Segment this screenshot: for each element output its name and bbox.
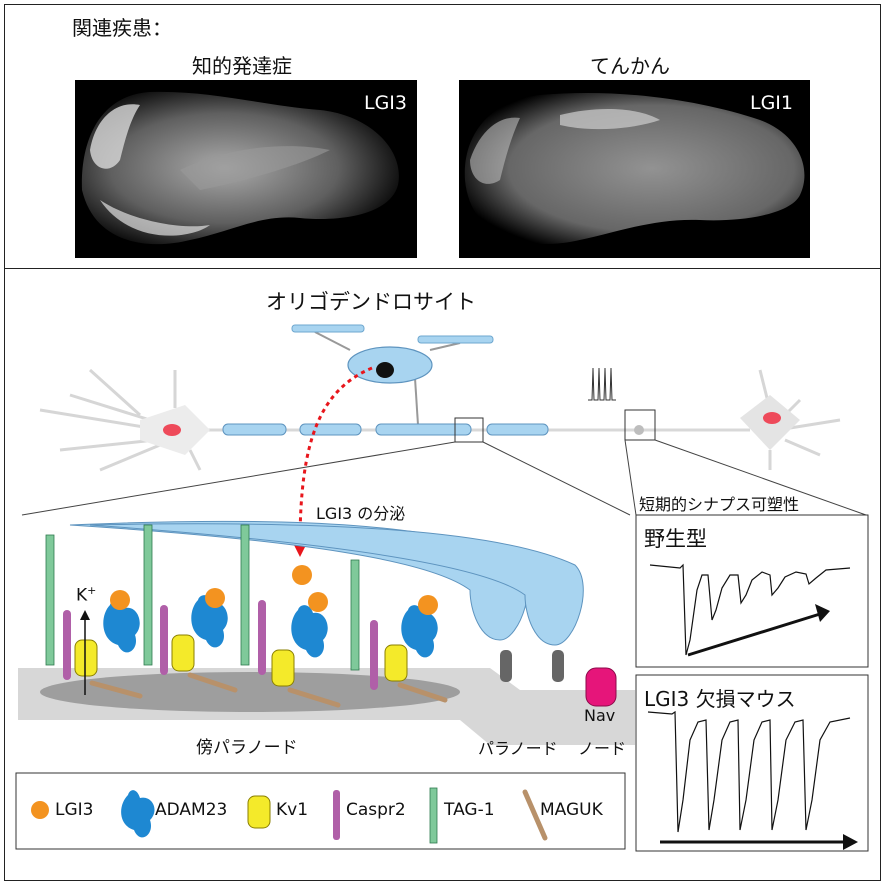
node-label: ノード [578, 735, 626, 759]
oligodendrocyte-nucleus [376, 362, 394, 378]
legend-label-tag1: TAG-1 [444, 800, 495, 820]
paranodal-junction-2 [552, 650, 564, 682]
lgi3-icon [31, 801, 49, 819]
paranodal-junction-1 [500, 650, 512, 682]
juxtaparanode-label: 傍パラノード [196, 733, 298, 758]
legend-label-caspr2: Caspr2 [346, 800, 406, 820]
plasticity-title: 短期的シナプス可塑性 [639, 491, 799, 515]
k-ion-symbol: K [76, 586, 87, 606]
legend-label-kv1: Kv1 [276, 800, 308, 820]
paranode-label: パラノード [478, 735, 558, 759]
lgi1-image-tag: LGI1 [750, 92, 793, 114]
legend-label-lgi3: LGI3 [55, 800, 93, 820]
nav-label: Nav [584, 706, 615, 725]
lgi3-secretion-label: LGI3 の分泌 [316, 500, 405, 524]
legend-label-adam23: ADAM23 [155, 800, 227, 820]
oligodendrocyte-label: オリゴデンドロサイト [266, 286, 476, 316]
nav-channel [586, 668, 616, 706]
lgi3-proteins [110, 565, 438, 615]
oligodendrocyte-cell [292, 325, 493, 425]
left-neuron-nucleus [163, 424, 181, 436]
right-neuron-nucleus [763, 412, 781, 424]
lgi3-image-tag: LGI3 [364, 92, 407, 114]
zoom-box-synapse [625, 410, 655, 440]
wild-type-label: 野生型 [644, 523, 707, 553]
legend-label-maguk: MAGUK [540, 800, 603, 820]
caspr2-icon [333, 790, 340, 840]
tag1-icon [430, 788, 437, 843]
kv1-icon [248, 796, 270, 828]
knockout-label: LGI3 欠損マウス [644, 683, 796, 712]
k-ion-label: K+ [76, 584, 96, 606]
k-ion-charge: + [87, 584, 96, 597]
membrane-zoom [18, 521, 635, 745]
action-potential-spikes [588, 368, 616, 400]
